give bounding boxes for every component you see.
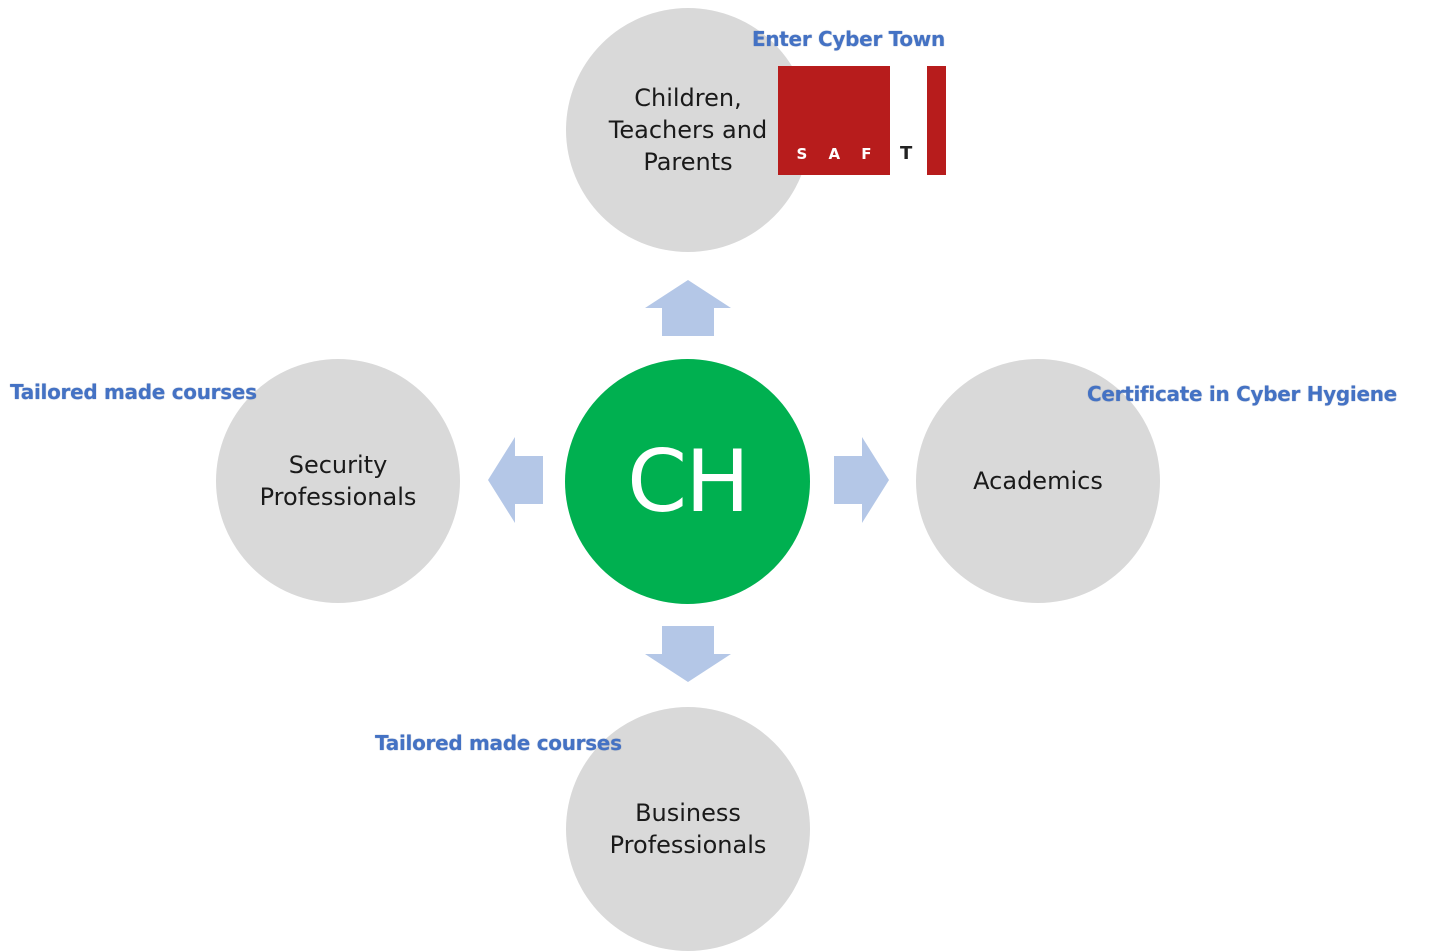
logo-letter-a: A	[828, 145, 841, 163]
node-right-line-1: Academics	[973, 467, 1103, 495]
node-top-line-1: Children,	[634, 84, 742, 112]
arrow-right	[834, 437, 889, 523]
node-security-professionals: Security Professionals	[216, 359, 460, 603]
logo-letters: S A F	[778, 145, 890, 163]
arrow-down	[645, 626, 731, 682]
logo-red-block	[778, 66, 890, 175]
arrow-up	[645, 280, 731, 336]
center-hub: CH	[565, 359, 810, 604]
node-left-line-2: Professionals	[259, 483, 417, 511]
center-hub-label: CH	[627, 431, 750, 532]
node-business-professionals: Business Professionals	[566, 707, 810, 951]
node-top-line-3: Parents	[643, 148, 733, 176]
logo-letter-f: F	[861, 145, 872, 163]
logo-letter-t: T	[900, 143, 913, 164]
arrow-left	[488, 437, 543, 523]
node-top-line-2: Teachers and	[608, 116, 768, 144]
callout-tailored-courses-business[interactable]: Tailored made courses	[375, 731, 622, 755]
callout-enter-cyber-town[interactable]: Enter Cyber Town	[752, 27, 945, 51]
node-left-line-1: Security	[288, 451, 388, 479]
callout-tailored-courses-security[interactable]: Tailored made courses	[10, 380, 257, 404]
logo-letter-s: S	[796, 145, 808, 163]
node-children-teachers-parents: Children, Teachers and Parents	[566, 8, 810, 252]
node-bottom-line-2: Professionals	[609, 831, 767, 859]
saft-logo: S A F T	[778, 66, 946, 175]
node-bottom-line-1: Business	[635, 799, 741, 827]
node-academics: Academics	[916, 359, 1160, 603]
logo-red-bar	[927, 66, 946, 175]
callout-certificate-cyber-hygiene[interactable]: Certificate in Cyber Hygiene	[1087, 382, 1397, 406]
